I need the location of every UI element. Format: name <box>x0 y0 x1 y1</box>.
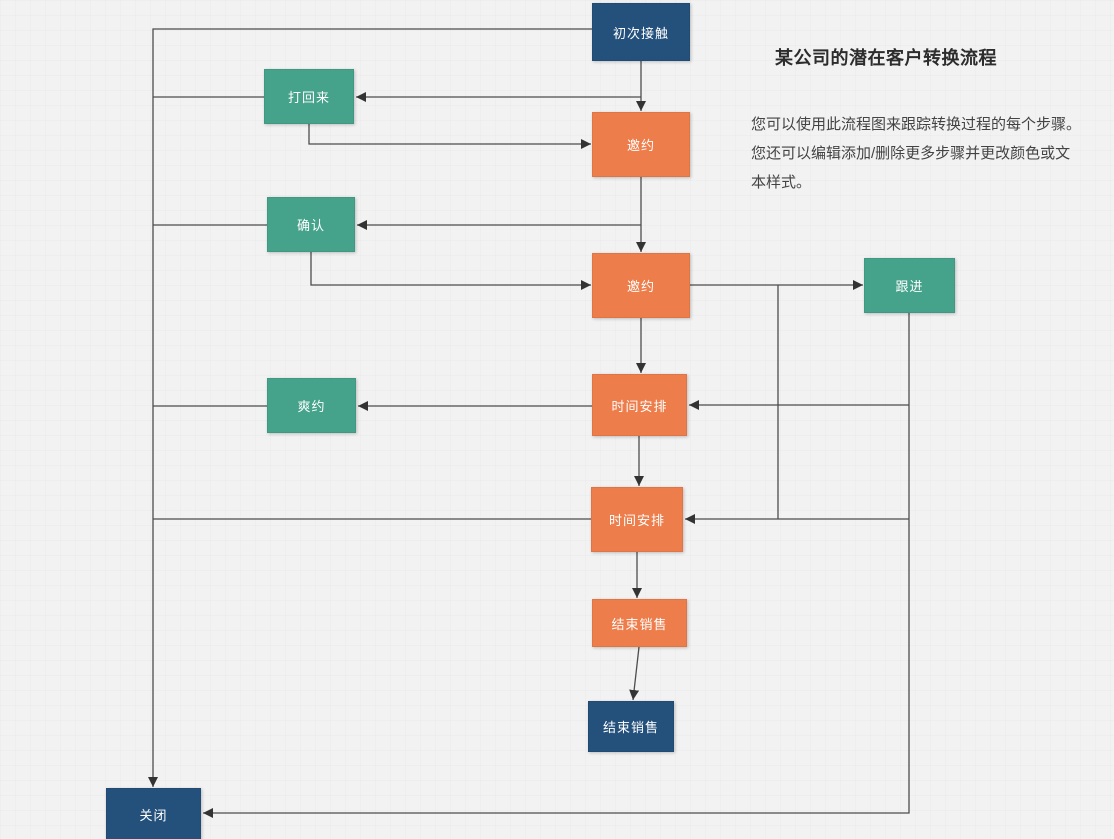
flow-node-end-sale-1[interactable]: 结束销售 <box>592 599 687 647</box>
diagram-description: 您可以使用此流程图来跟踪转换过程的每个步骤。您还可以编辑添加/删除更多步骤并更改… <box>751 116 1082 191</box>
flow-node-invite-2[interactable]: 邀约 <box>592 253 690 318</box>
edge-end-sale-1-to-end-sale-2 <box>629 646 640 701</box>
diagram-title: 某公司的潜在客户转换流程 <box>775 48 997 68</box>
edge-confirm-to-invite-2 <box>310 252 591 290</box>
flow-node-close[interactable]: 关闭 <box>106 788 201 839</box>
flow-node-schedule-2[interactable]: 时间安排 <box>591 487 683 552</box>
edge-call-back-to-invite-1 <box>308 124 591 149</box>
edge-first-contact-to-close-rail <box>148 28 592 787</box>
flow-node-no-show[interactable]: 爽约 <box>267 378 356 433</box>
title-block: 某公司的潜在客户转换流程 您可以使用此流程图来跟踪转换过程的每个步骤。您还可以编… <box>751 44 1101 197</box>
flow-node-call-back[interactable]: 打回来 <box>264 69 354 124</box>
flow-node-confirm[interactable]: 确认 <box>267 197 355 252</box>
flow-node-end-sale-2[interactable]: 结束销售 <box>588 701 674 752</box>
flow-node-follow-up[interactable]: 跟进 <box>864 258 955 313</box>
flow-node-first-contact[interactable]: 初次接触 <box>592 3 690 61</box>
flow-node-invite-1[interactable]: 邀约 <box>592 112 690 177</box>
flow-node-schedule-1[interactable]: 时间安排 <box>592 374 687 436</box>
